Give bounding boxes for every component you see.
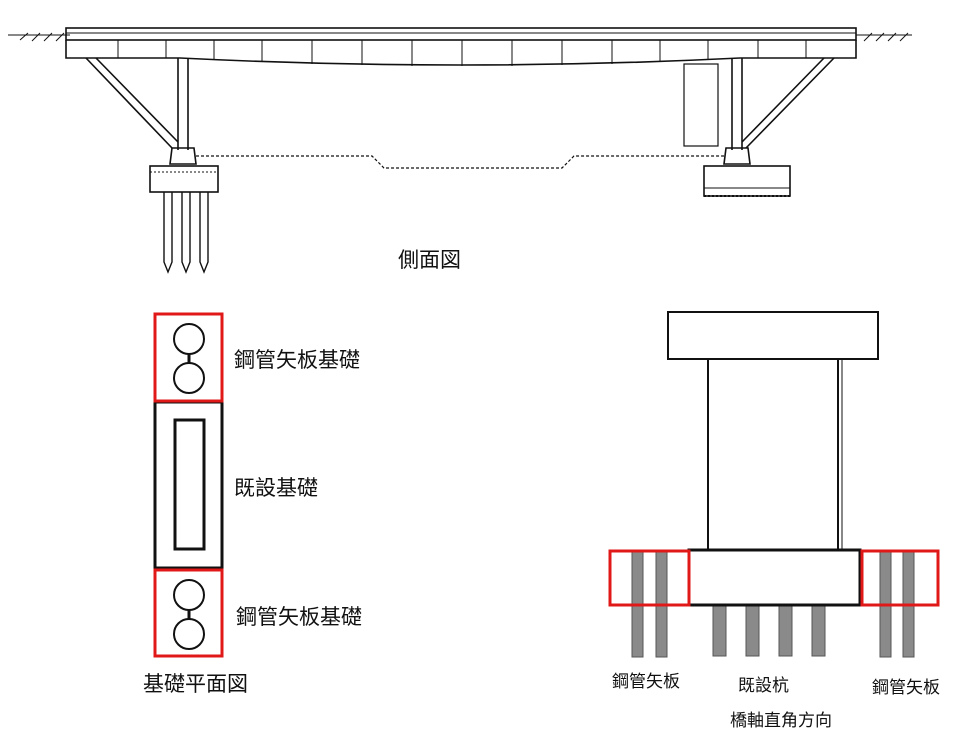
side-view-drawing [8, 27, 912, 274]
left-piles [163, 192, 209, 274]
side-view-caption: 側面図 [398, 248, 461, 272]
plan-view-drawing [153, 312, 224, 658]
plan-label-top: 鋼管矢板基礎 [234, 348, 360, 372]
existing-foundation-inner [173, 418, 206, 551]
girder-segments [117, 40, 807, 66]
ground-hatch-right [856, 32, 912, 42]
left-footing [149, 165, 219, 193]
existing-piles [712, 603, 826, 657]
bridge-girder [65, 40, 857, 66]
bridge-deck [65, 27, 857, 41]
plan-view-caption: 基礎平面図 [143, 672, 248, 696]
sheet-pile-highlight-right [860, 549, 940, 607]
sheet-pile-highlight-left [608, 549, 691, 607]
riverbed-line [196, 155, 726, 169]
plan-label-middle: 既設基礎 [234, 476, 318, 500]
sheet-pile-box-top [153, 312, 224, 403]
right-footing [703, 165, 791, 197]
plan-label-bottom: 鋼管矢板基礎 [236, 605, 362, 629]
existing-footing [687, 548, 862, 607]
section-label-center: 既設杭 [738, 676, 789, 696]
existing-foundation-outline [153, 400, 224, 570]
section-label-left: 鋼管矢板 [612, 672, 680, 692]
sheet-pile-box-bottom [153, 568, 224, 658]
section-label-right: 鋼管矢板 [872, 678, 940, 698]
section-view-drawing [608, 311, 940, 658]
ground-hatch-left [8, 32, 70, 42]
section-view-caption: 橋軸直角方向 [730, 711, 832, 731]
pier-cap [667, 311, 879, 360]
